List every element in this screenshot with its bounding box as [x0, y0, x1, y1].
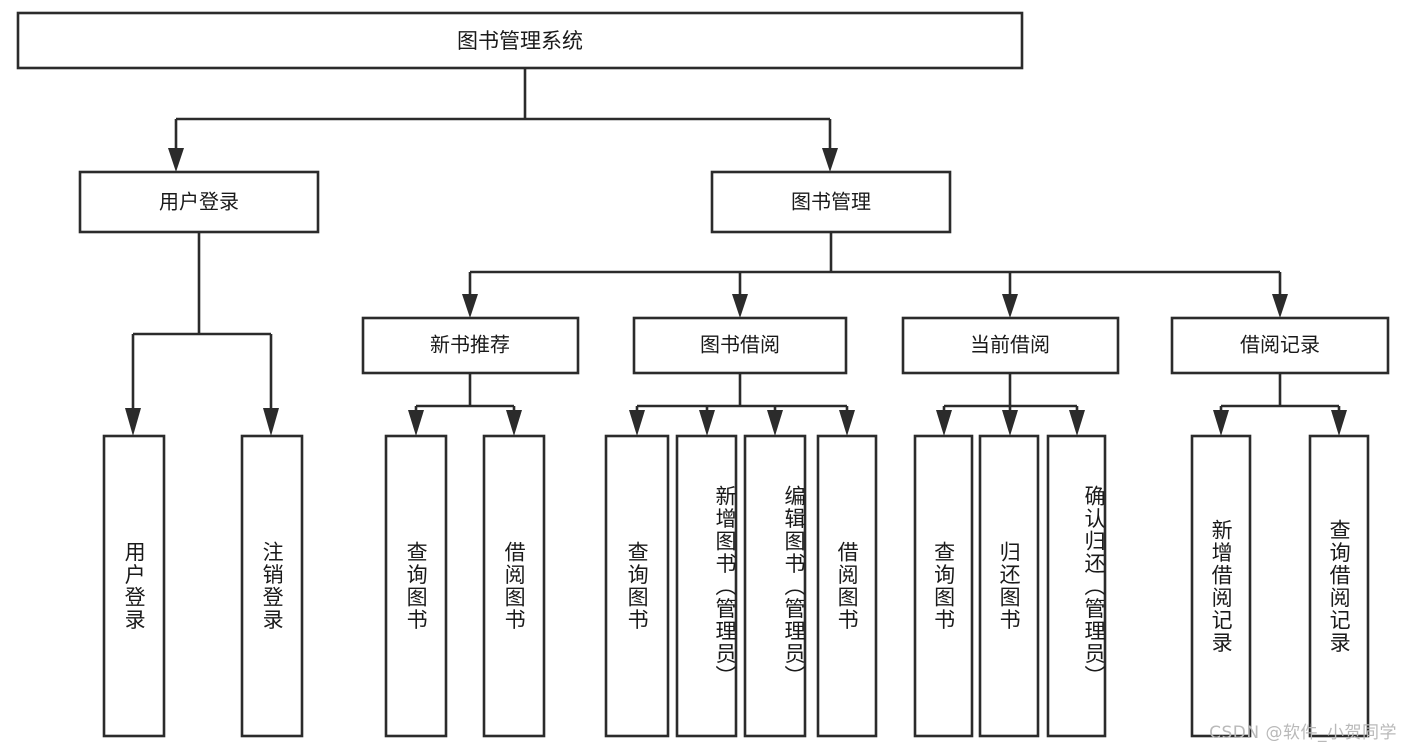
arrow-head-cb-query-book	[936, 410, 952, 436]
node-label-current-borrow: 当前借阅	[970, 333, 1050, 357]
arrow-head-cb-return-book	[1002, 410, 1018, 436]
node-box-cb-query-book[interactable]	[913, 434, 974, 738]
node-box-cb-return-book[interactable]	[978, 434, 1040, 738]
node-box-bb-borrow-book[interactable]	[816, 434, 878, 738]
arrow-head-br-add-record	[1213, 410, 1229, 436]
arrow-head-book-manage	[822, 148, 838, 172]
node-box-nbr-query-book[interactable]	[384, 434, 448, 738]
arrow-head-bb-edit-book	[767, 410, 783, 436]
node-label-root: 图书管理系统	[457, 29, 583, 53]
node-box-nbr-borrow-book[interactable]	[482, 434, 546, 738]
node-box-br-query-record[interactable]	[1308, 434, 1370, 738]
node-box-user-logout[interactable]	[240, 434, 304, 738]
watermark-text: CSDN @软件_小贺同学	[1209, 723, 1397, 743]
arrow-head-nbr-query-book	[408, 410, 424, 436]
arrow-head-bb-query-book	[629, 410, 645, 436]
connector-group-current-borrow	[936, 373, 1085, 436]
arrow-head-current-borrow	[1002, 294, 1018, 318]
connector-group-book-manage	[462, 232, 1288, 318]
arrow-head-book-borrow	[732, 294, 748, 318]
node-label-book-manage: 图书管理	[791, 190, 871, 214]
node-box-user-login-do[interactable]	[102, 434, 166, 738]
arrow-head-br-query-record	[1331, 410, 1347, 436]
node-new-book-recommend[interactable]: 新书推荐	[361, 316, 580, 375]
node-box-current-borrow[interactable]	[901, 316, 1120, 375]
arrow-head-bb-borrow-book	[839, 410, 855, 436]
node-box-bb-edit-book[interactable]	[743, 434, 807, 738]
node-book-manage[interactable]: 图书管理	[710, 170, 952, 234]
node-book-borrow[interactable]: 图书借阅	[632, 316, 848, 375]
node-box-cb-confirm-return[interactable]	[1046, 434, 1107, 738]
arrow-head-user-login	[168, 148, 184, 172]
connector-group-new-book-recommend	[408, 373, 522, 436]
node-root[interactable]: 图书管理系统	[16, 11, 1024, 70]
node-box-root[interactable]	[16, 11, 1024, 70]
arrow-head-user-login-do	[125, 408, 141, 436]
arrow-head-cb-confirm-return	[1069, 410, 1085, 436]
node-box-book-borrow[interactable]	[632, 316, 848, 375]
connector-group-borrow-records	[1213, 373, 1347, 436]
node-box-new-book-recommend[interactable]	[361, 316, 580, 375]
node-box-book-manage[interactable]	[710, 170, 952, 234]
node-box-bb-add-book[interactable]	[675, 434, 738, 738]
arrow-head-user-logout	[263, 408, 279, 436]
connector-group-root	[168, 68, 838, 172]
node-user-login[interactable]: 用户登录	[78, 170, 320, 234]
arrow-head-nbr-borrow-book	[506, 410, 522, 436]
node-box-user-login[interactable]	[78, 170, 320, 234]
node-current-borrow[interactable]: 当前借阅	[901, 316, 1120, 375]
node-label-user-login: 用户登录	[159, 190, 239, 214]
node-label-new-book-recommend: 新书推荐	[430, 333, 510, 357]
node-box-br-add-record[interactable]	[1190, 434, 1252, 738]
arrow-head-bb-add-book	[699, 410, 715, 436]
connector-group-user-login	[125, 232, 279, 436]
node-box-borrow-records[interactable]	[1170, 316, 1390, 375]
node-box-bb-query-book[interactable]	[604, 434, 670, 738]
node-label-book-borrow: 图书借阅	[700, 333, 780, 357]
node-label-borrow-records: 借阅记录	[1240, 333, 1320, 357]
arrow-head-new-book-recommend	[462, 294, 478, 318]
node-borrow-records[interactable]: 借阅记录	[1170, 316, 1390, 375]
arrow-head-borrow-records	[1272, 294, 1288, 318]
connector-group-book-borrow	[629, 373, 855, 436]
